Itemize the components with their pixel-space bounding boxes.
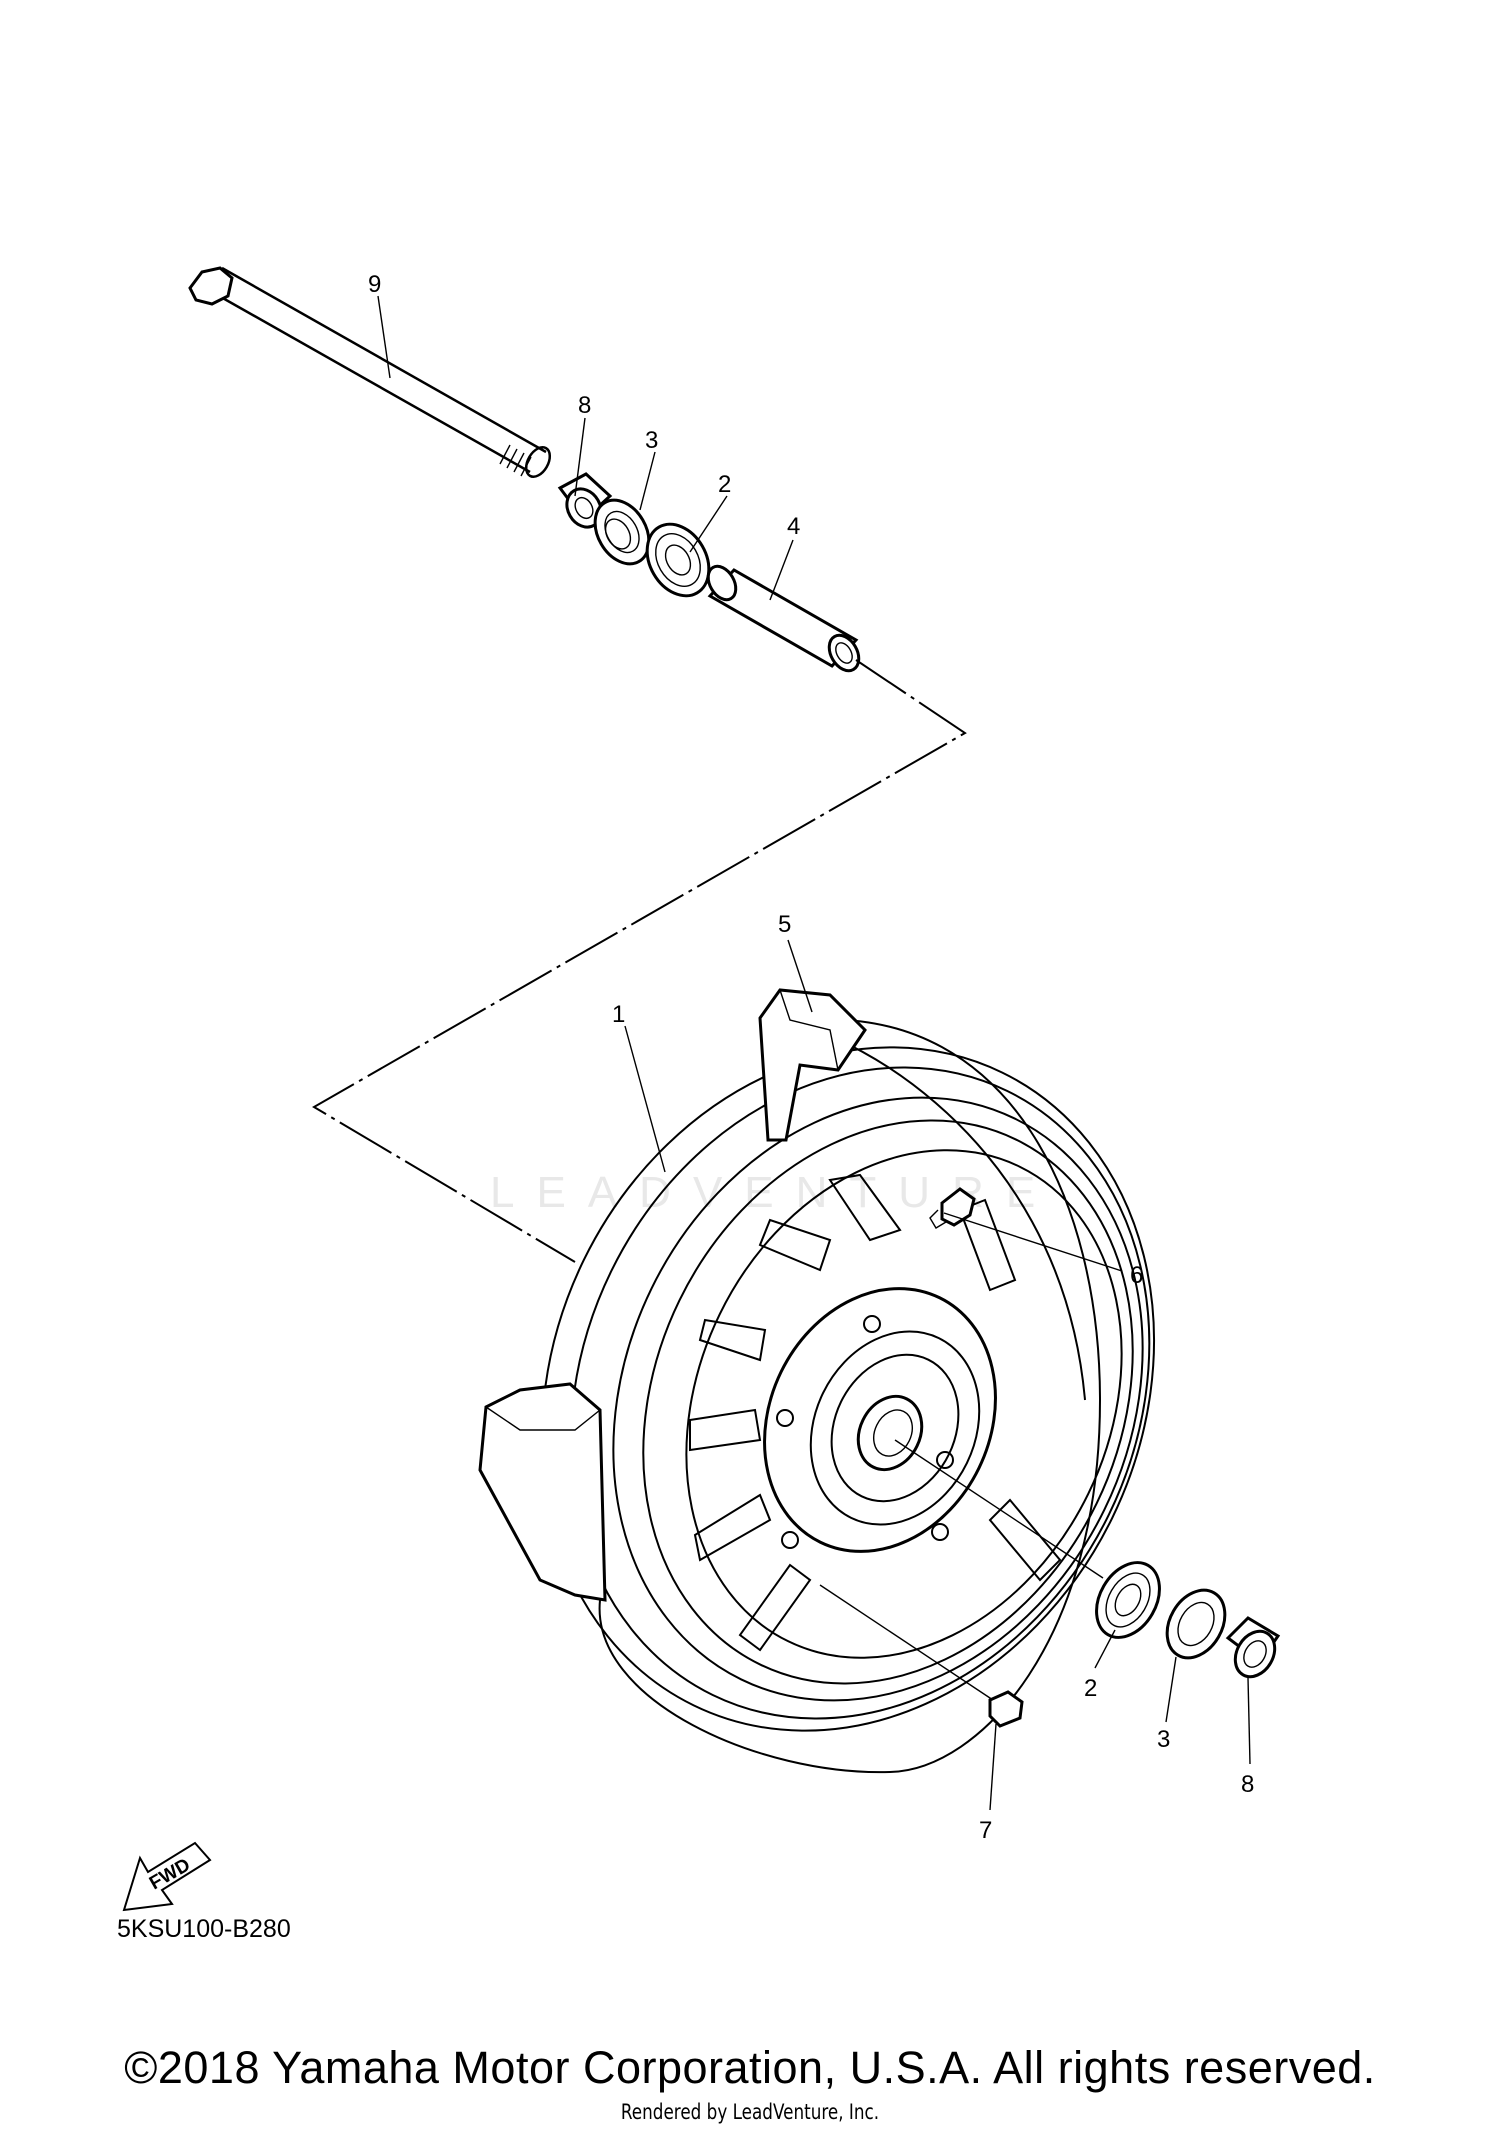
bearing-part-top[interactable] xyxy=(635,513,721,607)
copyright-notice: ©2018 Yamaha Motor Corporation, U.S.A. A… xyxy=(124,2042,1376,2093)
callout-2-bottom: 2 xyxy=(1084,1675,1097,1702)
tire-part[interactable] xyxy=(478,988,867,1602)
axle-part[interactable] xyxy=(188,266,555,481)
callout-3-bottom: 3 xyxy=(1157,1726,1170,1753)
spacer-part[interactable] xyxy=(703,561,865,676)
cast-wheel-part[interactable] xyxy=(429,944,1266,1835)
callout-8-bottom: 8 xyxy=(1241,1771,1254,1798)
callout-9: 9 xyxy=(368,271,381,298)
oil-seal-part-bottom[interactable] xyxy=(1155,1580,1236,1668)
rendered-by-notice: Rendered by LeadVenture, Inc. xyxy=(620,2100,880,2124)
callout-5: 5 xyxy=(778,911,791,938)
callout-3-top: 3 xyxy=(645,427,658,454)
leader-lines xyxy=(377,295,1251,1811)
bearing-part-bottom[interactable] xyxy=(1084,1551,1172,1648)
valve-part[interactable] xyxy=(929,1187,976,1229)
callout-4: 4 xyxy=(787,513,800,540)
diagram-code: 5KSU100-B280 xyxy=(117,1915,291,1943)
balance-weight-part[interactable] xyxy=(988,1690,1024,1728)
collar-part-top[interactable] xyxy=(557,472,613,533)
callout-1: 1 xyxy=(612,1001,625,1028)
callout-8-top: 8 xyxy=(578,392,591,419)
collar-part-bottom[interactable] xyxy=(1225,1616,1282,1684)
callout-6: 6 xyxy=(1130,1262,1143,1289)
forward-direction-icon: FWD xyxy=(122,1841,212,1912)
oil-seal-part-top[interactable] xyxy=(584,491,660,574)
fwd-label: FWD xyxy=(146,1855,194,1895)
callout-2-top: 2 xyxy=(718,471,731,498)
callout-7: 7 xyxy=(979,1817,992,1844)
